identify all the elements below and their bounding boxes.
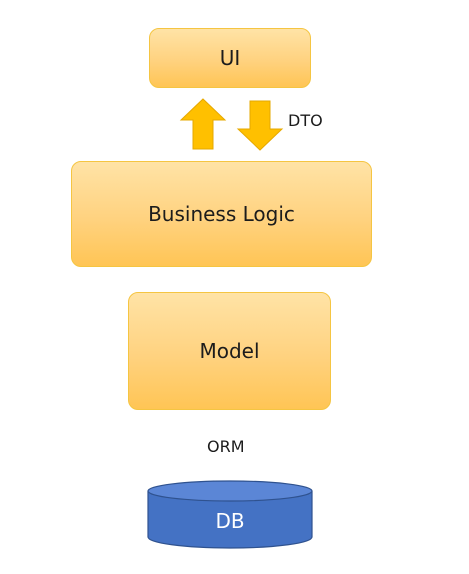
business-logic-box: Business Logic: [71, 161, 372, 267]
ui-layer-box: UI: [149, 28, 311, 88]
ui-layer-label: UI: [219, 46, 241, 70]
model-box: Model: [128, 292, 331, 410]
database-cylinder-icon: [147, 480, 313, 549]
orm-label: ORM: [207, 437, 245, 456]
model-label: Model: [199, 339, 260, 363]
up-arrow-icon: [179, 98, 227, 150]
down-arrow-icon: [236, 100, 284, 151]
db-label: DB: [215, 509, 245, 533]
dto-label: DTO: [288, 111, 323, 130]
business-logic-label: Business Logic: [148, 202, 295, 226]
